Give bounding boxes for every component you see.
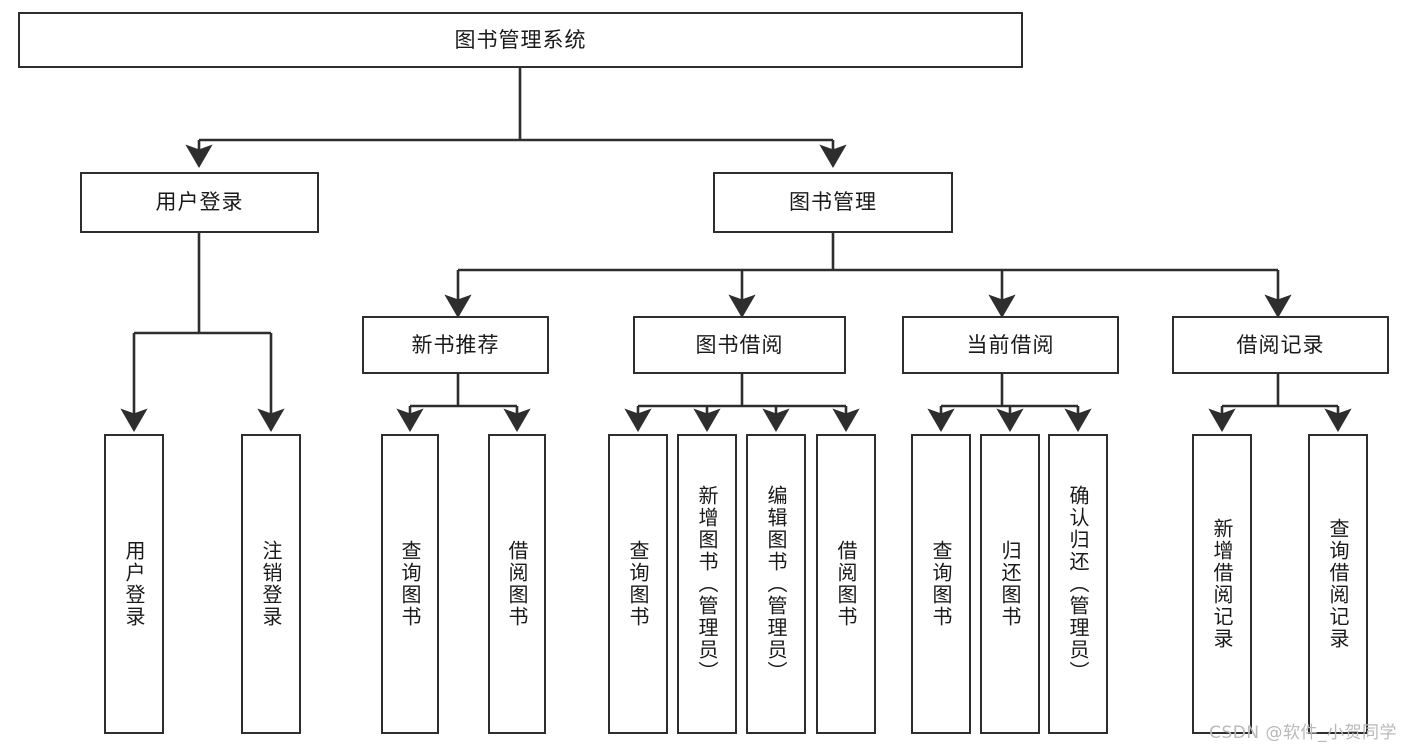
node-borrow-record-label: 借阅记录: [1236, 332, 1325, 357]
node-leaf-query-book-1-label: 查询图书: [398, 540, 422, 628]
node-leaf-add-record-label: 新增借阅记录: [1210, 518, 1234, 650]
node-leaf-logout[interactable]: 注销登录: [241, 434, 301, 734]
node-leaf-edit-book[interactable]: 编辑图书（管理员）: [746, 434, 806, 734]
node-borrow-record[interactable]: 借阅记录: [1172, 316, 1389, 374]
node-user-login-label: 用户登录: [155, 190, 244, 215]
node-book-manage[interactable]: 图书管理: [713, 172, 953, 233]
node-leaf-return-book[interactable]: 归还图书: [980, 434, 1040, 734]
node-leaf-query-book-1[interactable]: 查询图书: [381, 434, 439, 734]
node-leaf-query-book-2[interactable]: 查询图书: [608, 434, 668, 734]
node-root[interactable]: 图书管理系统: [18, 12, 1023, 68]
node-leaf-return-book-label: 归还图书: [998, 540, 1022, 628]
node-new-book-recommend-label: 新书推荐: [411, 332, 500, 357]
node-new-book-recommend[interactable]: 新书推荐: [362, 316, 549, 374]
node-leaf-add-book-label: 新增图书（管理员）: [695, 485, 719, 683]
node-leaf-user-login[interactable]: 用户登录: [104, 434, 164, 734]
node-leaf-edit-book-label: 编辑图书（管理员）: [764, 485, 788, 683]
node-leaf-user-login-label: 用户登录: [122, 540, 146, 628]
node-leaf-add-book[interactable]: 新增图书（管理员）: [677, 434, 737, 734]
node-leaf-borrow-book-1[interactable]: 借阅图书: [488, 434, 546, 734]
node-leaf-add-record[interactable]: 新增借阅记录: [1192, 434, 1252, 734]
node-leaf-query-book-2-label: 查询图书: [626, 540, 650, 628]
node-book-borrow[interactable]: 图书借阅: [633, 316, 846, 374]
node-leaf-query-book-3-label: 查询图书: [929, 540, 953, 628]
node-current-borrow[interactable]: 当前借阅: [902, 316, 1119, 374]
node-root-label: 图书管理系统: [454, 27, 587, 52]
node-leaf-confirm-return[interactable]: 确认归还（管理员）: [1048, 434, 1108, 734]
node-leaf-query-record-label: 查询借阅记录: [1326, 518, 1350, 650]
node-user-login[interactable]: 用户登录: [80, 172, 319, 233]
node-leaf-logout-label: 注销登录: [259, 540, 283, 628]
node-book-manage-label: 图书管理: [789, 190, 877, 215]
node-current-borrow-label: 当前借阅: [966, 332, 1055, 357]
node-leaf-confirm-return-label: 确认归还（管理员）: [1066, 485, 1090, 683]
node-leaf-borrow-book-2[interactable]: 借阅图书: [816, 434, 876, 734]
node-book-borrow-label: 图书借阅: [695, 332, 784, 357]
node-leaf-borrow-book-1-label: 借阅图书: [505, 540, 529, 628]
node-leaf-query-record[interactable]: 查询借阅记录: [1308, 434, 1368, 734]
node-leaf-borrow-book-2-label: 借阅图书: [834, 540, 858, 628]
node-leaf-query-book-3[interactable]: 查询图书: [911, 434, 971, 734]
